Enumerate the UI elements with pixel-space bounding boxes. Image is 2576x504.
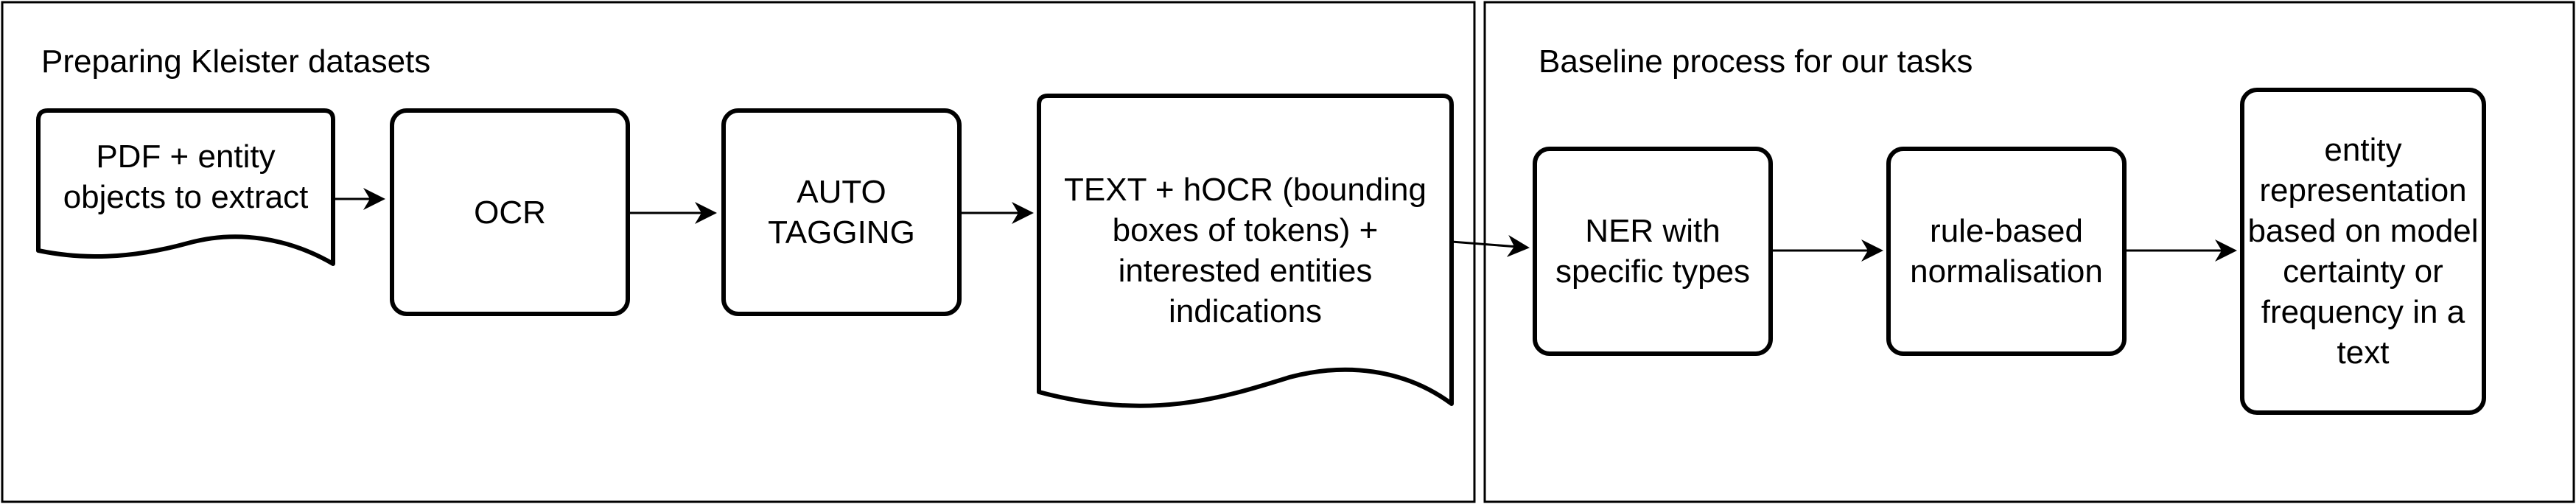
- text-hocr-label-line: TEXT + hOCR (bounding: [1064, 172, 1427, 208]
- entity-representation-label-line: based on model: [2247, 213, 2479, 249]
- entity-representation-label-line: representation: [2259, 172, 2467, 209]
- auto-tagging-label-line: AUTO: [797, 174, 886, 210]
- left-panel-frame: [1, 1, 1476, 503]
- auto-tagging-label: AUTO TAGGING: [724, 111, 959, 314]
- pdf-label-line: PDF + entity: [96, 139, 276, 175]
- ner-label-line: specific types: [1555, 253, 1751, 290]
- auto-tagging-label-line: TAGGING: [768, 214, 915, 251]
- entity-representation-label-line: certainty or: [2283, 253, 2443, 290]
- left-panel-title: Preparing Kleister datasets: [41, 43, 431, 80]
- text-hocr-label: TEXT + hOCR (bounding boxes of tokens) +…: [1040, 147, 1450, 354]
- normalisation-label-line: rule-based: [1930, 213, 2083, 249]
- entity-representation-label-line: entity: [2324, 132, 2402, 168]
- ocr-label-line: OCR: [474, 194, 546, 231]
- ner-label: NER with specific types: [1535, 149, 1771, 354]
- entity-representation-label: entity representation based on model cer…: [2242, 90, 2484, 413]
- entity-representation-box: [2240, 88, 2486, 415]
- text-hocr-document-shape: [1037, 94, 1454, 408]
- text-hocr-label-line: interested entities: [1118, 253, 1373, 289]
- normalisation-label: rule-based normalisation: [1889, 149, 2124, 354]
- ner-label-line: NER with: [1585, 213, 1721, 249]
- entity-representation-label-line: frequency in a: [2261, 294, 2465, 330]
- pdf-document-shape: [36, 108, 335, 266]
- arrow-text-to-ner: [1451, 234, 1530, 257]
- right-panel-frame: [1483, 1, 2575, 503]
- text-hocr-label-line: indications: [1169, 293, 1322, 329]
- normalisation-label-line: normalisation: [1910, 253, 2103, 290]
- text-hocr-label-line: boxes of tokens) +: [1112, 212, 1379, 248]
- entity-representation-label-line: text: [2337, 335, 2390, 371]
- right-panel-title: Baseline process for our tasks: [1539, 43, 1973, 80]
- ocr-label: OCR: [392, 111, 628, 314]
- pdf-label-line: objects to extract: [63, 179, 309, 215]
- pdf-label: PDF + entity objects to extract: [38, 111, 333, 243]
